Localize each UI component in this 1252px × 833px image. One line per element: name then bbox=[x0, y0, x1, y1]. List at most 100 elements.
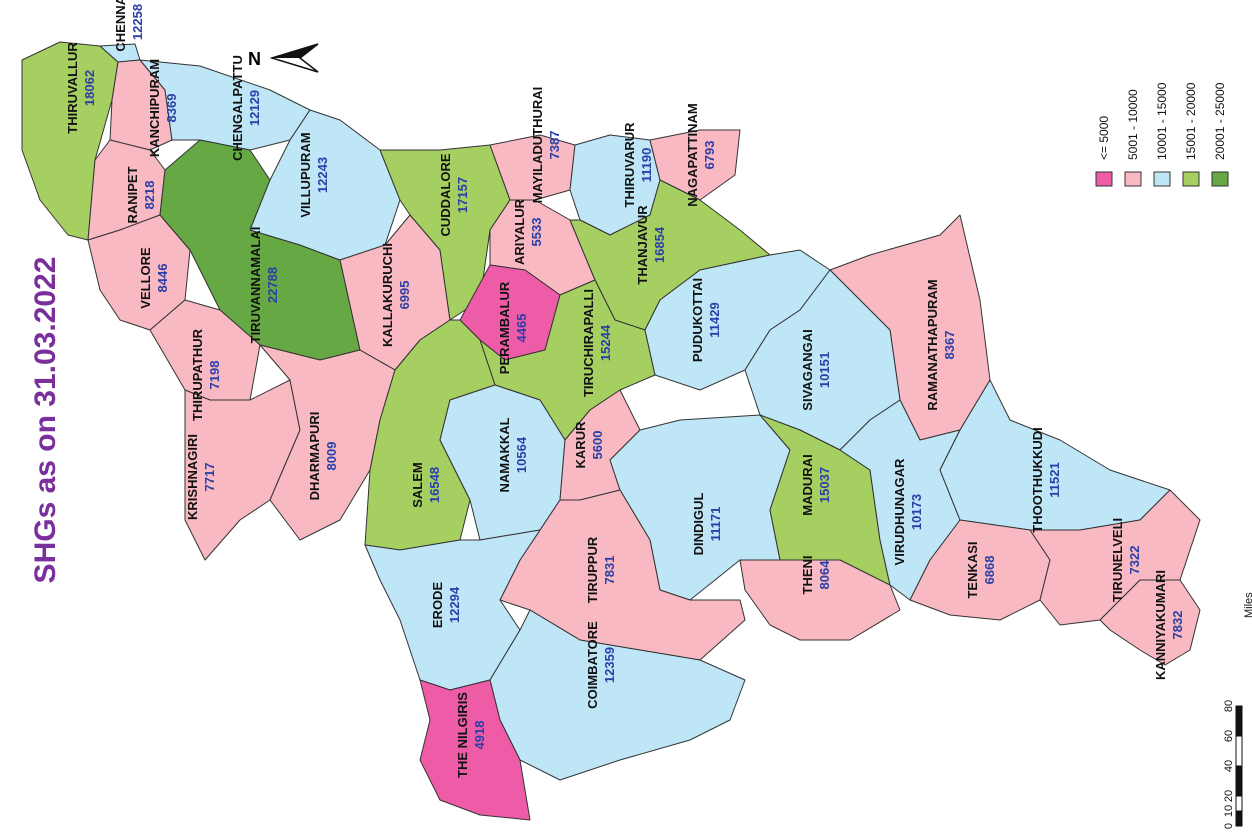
district-name-coimbatore: COIMBATORE bbox=[585, 621, 600, 709]
scale-tick-2: 20 bbox=[1223, 790, 1235, 802]
district-name-ariyalur: ARIYALUR bbox=[512, 198, 527, 265]
district-name-dindigul: DINDIGUL bbox=[691, 493, 706, 556]
district-value-thiruvarur: 11190 bbox=[639, 148, 654, 183]
legend-swatch-0 bbox=[1095, 171, 1113, 187]
region-kanniyakumari[interactable] bbox=[1099, 579, 1201, 666]
region-chengalpattu[interactable] bbox=[139, 59, 311, 151]
district-value-madurai: 15037 bbox=[817, 467, 832, 503]
scale-unit: Miles bbox=[1243, 592, 1252, 618]
district-name-kanniyakumari: KANNIYAKUMARI bbox=[1153, 570, 1168, 680]
region-dharmapuri[interactable] bbox=[259, 344, 396, 541]
district-name-tiruchirapalli: TIRUCHIRAPALLI bbox=[581, 289, 596, 397]
district-name-thirupathur: THIRUPATHUR bbox=[190, 328, 205, 421]
scale-tick-0: 0 bbox=[1223, 823, 1235, 829]
district-name-erode: ERODE bbox=[430, 582, 445, 629]
district-value-tenkasi: 6868 bbox=[982, 556, 997, 585]
legend-label-0: <= 5000 bbox=[1097, 116, 1111, 160]
district-value-tiruchirapalli: 15244 bbox=[598, 324, 613, 361]
district-name-ranipet: RANIPET bbox=[125, 166, 140, 223]
district-value-dharmapuri: 8009 bbox=[324, 442, 339, 471]
district-name-perambalur: PERAMBALUR bbox=[497, 281, 512, 374]
region-coimbatore[interactable] bbox=[489, 609, 746, 781]
district-name-theni: THENI bbox=[800, 556, 815, 595]
region-the-nilgiris[interactable] bbox=[419, 679, 531, 821]
district-value-kanniyakumari: 7832 bbox=[1170, 611, 1185, 640]
district-value-karur: 5600 bbox=[590, 431, 605, 460]
legend-swatch-4 bbox=[1211, 171, 1229, 187]
district-name-ramanathapuram: RAMANATHAPURAM bbox=[925, 279, 940, 410]
district-value-thiruvallur: 18062 bbox=[82, 70, 97, 106]
district-value-perambalur: 4465 bbox=[514, 314, 529, 343]
district-value-chengalpattu: 12129 bbox=[247, 90, 262, 126]
district-name-chennai: CHENNAI bbox=[113, 0, 128, 52]
scale-tick-1: 10 bbox=[1223, 805, 1235, 817]
district-value-namakkal: 10564 bbox=[514, 436, 529, 473]
district-name-thanjavur: THANJAVUR bbox=[635, 205, 650, 285]
district-name-chengalpattu: CHENGALPATTU bbox=[230, 55, 245, 161]
district-value-theni: 8064 bbox=[817, 560, 832, 590]
district-value-tiruvannamalai: 22788 bbox=[265, 267, 280, 303]
district-name-sivagangai: SIVAGANGAI bbox=[800, 329, 815, 410]
scale-tick-4: 60 bbox=[1223, 730, 1235, 742]
district-name-vellore: VELLORE bbox=[138, 247, 153, 309]
district-value-kanchipuram: 8369 bbox=[164, 94, 179, 123]
district-value-chennai: 12258 bbox=[130, 4, 145, 40]
scale-bar-segment-2 bbox=[1235, 765, 1243, 797]
district-name-kallakuruchi: KALLAKURUCHI bbox=[380, 243, 395, 347]
legend-label-1: 5001 - 10000 bbox=[1126, 89, 1140, 160]
district-value-cuddalore: 17157 bbox=[455, 177, 470, 213]
north-arrow-icon: N bbox=[248, 43, 319, 73]
district-value-virudhunagar: 10173 bbox=[909, 494, 924, 530]
scale-bar-segment-1 bbox=[1235, 795, 1243, 812]
district-value-thanjavur: 16854 bbox=[652, 226, 667, 263]
region-erode[interactable] bbox=[364, 529, 541, 691]
district-name-madurai: MADURAI bbox=[800, 454, 815, 515]
region-theni[interactable] bbox=[739, 559, 901, 641]
district-name-tiruppur: TIRUPPUR bbox=[585, 536, 600, 603]
district-name-dharmapuri: DHARMAPURI bbox=[307, 412, 322, 501]
district-name-tiruvannamalai: TIRUVANNAMALAI bbox=[248, 227, 263, 344]
district-name-mayiladuthurai: MAYILADUTHURAI bbox=[530, 87, 545, 204]
legend-label-2: 10001 - 15000 bbox=[1155, 82, 1169, 160]
district-name-villupuram: VILLUPURAM bbox=[298, 132, 313, 217]
district-name-thoothukkudi: THOOTHUKKUDI bbox=[1030, 427, 1045, 532]
district-name-tenkasi: TENKASI bbox=[965, 541, 980, 598]
legend-label-4: 20001 - 25000 bbox=[1213, 82, 1227, 160]
district-value-tiruppur: 7831 bbox=[602, 556, 617, 585]
north-label: N bbox=[248, 49, 261, 69]
district-value-ramanathapuram: 8367 bbox=[942, 331, 957, 360]
scale-bar-segment-0 bbox=[1235, 810, 1243, 827]
district-name-tirunelveli: TIRUNELVELI bbox=[1110, 518, 1125, 602]
district-value-nagapattinam: 6793 bbox=[702, 141, 717, 170]
district-value-the-nilgiris: 4918 bbox=[472, 721, 487, 750]
district-name-nagapattinam: NAGAPATTINAM bbox=[685, 103, 700, 207]
